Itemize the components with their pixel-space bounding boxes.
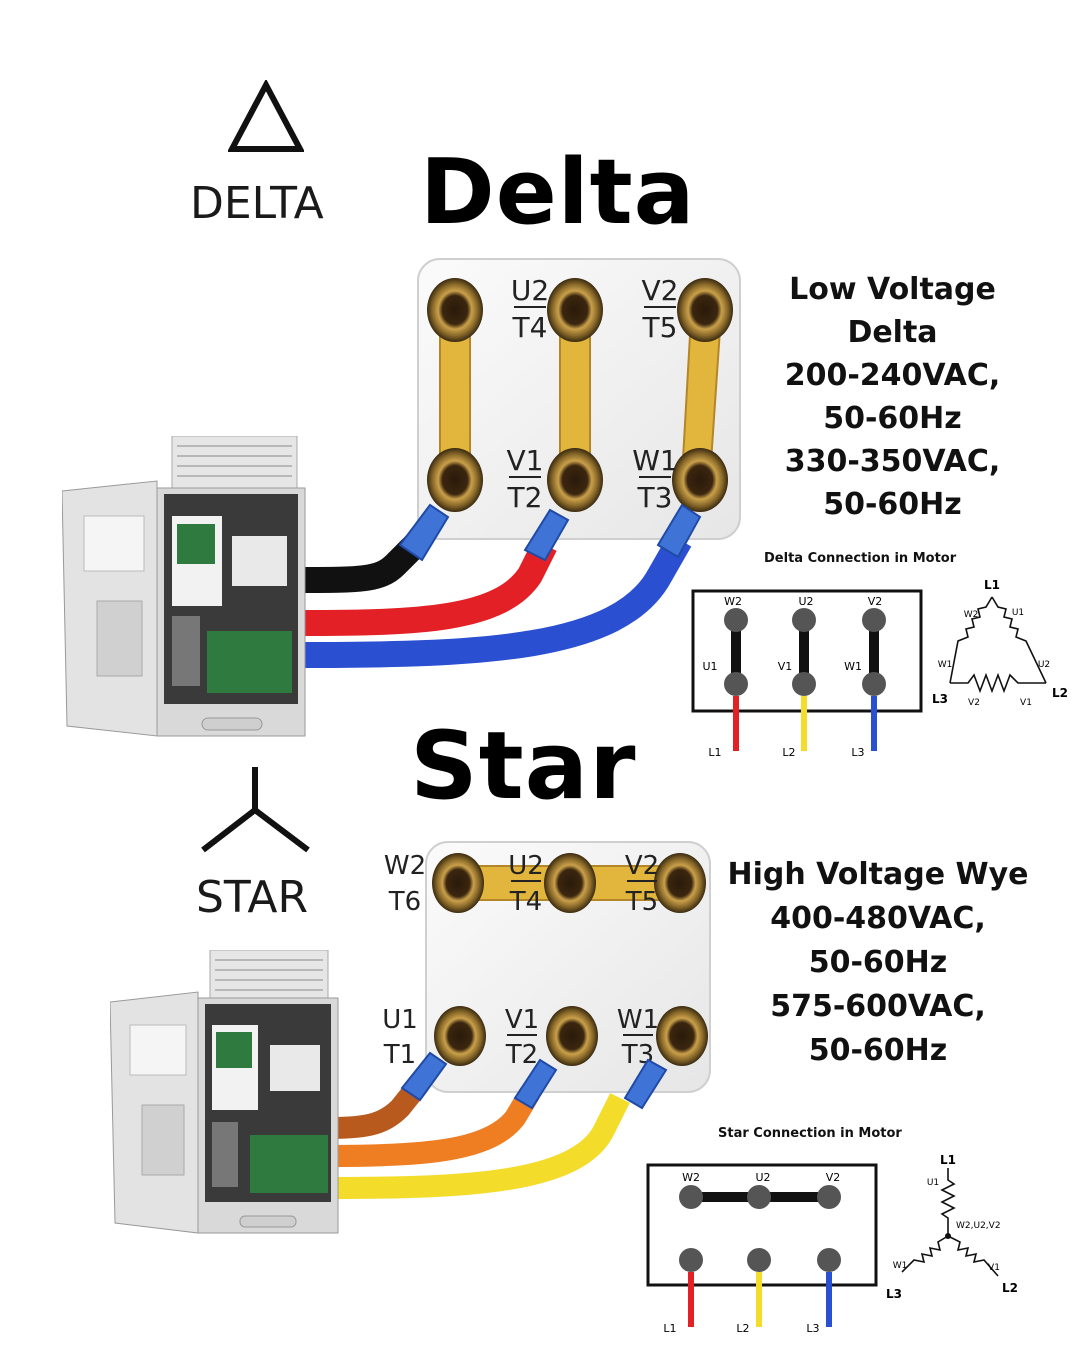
- delta-sch-side-w1: W1: [844, 660, 862, 673]
- delta-tri-v1: V1: [1020, 698, 1032, 708]
- star-spec-line-2: 400-480VAC,: [770, 901, 986, 936]
- delta-triangle-icon: [228, 80, 304, 152]
- star-sch-line-l2: L2: [736, 1322, 749, 1335]
- delta-tri-u1: U1: [1012, 608, 1024, 618]
- delta-drive-cabinet: [62, 436, 306, 737]
- star-terminal-w1: W1: [617, 1005, 659, 1035]
- star-terminal-block: W2 T6 U2 T4 V2 T5 U1 T1 V1 T2 W1 T3: [330, 841, 711, 1199]
- delta-tri-u2: U2: [1038, 660, 1050, 670]
- delta-winding-triangle: L1 L3 L2 W2 U1 W1 U2 V2 V1: [932, 578, 1068, 708]
- delta-terminal-u2: U2: [511, 274, 549, 307]
- delta-tri-w2: W2: [964, 610, 979, 620]
- star-symbol-label: STAR: [196, 872, 309, 923]
- delta-terminal-t3: T3: [637, 481, 673, 514]
- star-wye-v1: V1: [988, 1263, 1000, 1273]
- delta-sch-line-l2: L2: [782, 746, 795, 759]
- delta-terminal-v2: V2: [642, 274, 679, 307]
- delta-spec-line-6: 50-60Hz: [823, 487, 962, 522]
- star-schematic-caption: Star Connection in Motor: [718, 1126, 902, 1141]
- star-wye-icon: [201, 767, 310, 853]
- star-sch-top-v2: V2: [826, 1171, 841, 1184]
- delta-terminal-block: U2 T4 V2 T5 V1 T2 W1 T3: [300, 258, 741, 668]
- star-wye-center: W2,U2,V2: [956, 1221, 1001, 1231]
- delta-tri-l2: L2: [1052, 686, 1068, 700]
- star-terminal-t4: T4: [509, 887, 542, 917]
- delta-spec-line-1: Low Voltage: [789, 272, 996, 307]
- star-sch-top-w2: W2: [682, 1171, 700, 1184]
- star-terminal-t6: T6: [388, 887, 421, 917]
- delta-spec-text: Low Voltage Delta 200-240VAC, 50-60Hz 33…: [760, 268, 1025, 526]
- star-sch-line-l3: L3: [806, 1322, 819, 1335]
- delta-spec-line-2: Delta: [847, 315, 938, 350]
- star-terminal-t2: T2: [505, 1040, 538, 1070]
- delta-terminal-t2: T2: [507, 481, 543, 514]
- star-terminal-w2: W2: [384, 851, 426, 881]
- star-spec-text: High Voltage Wye 400-480VAC, 50-60Hz 575…: [722, 853, 1034, 1073]
- star-title: Star: [410, 712, 637, 821]
- star-sch-line-l1: L1: [663, 1322, 676, 1335]
- star-terminal-u2: U2: [508, 851, 544, 881]
- delta-sch-side-v1: V1: [778, 660, 793, 673]
- star-spec-line-3: 50-60Hz: [808, 945, 948, 980]
- star-winding-wye: L1 L3 L2 W2,U2,V2 U1 W1 V1: [886, 1153, 1018, 1301]
- delta-schematic: W2 U2 V2 U1 V1 W1 L1 L2 L3: [691, 589, 923, 759]
- star-spec-line-4: 575-600VAC,: [770, 989, 986, 1024]
- star-wye-w1: W1: [893, 1261, 908, 1271]
- delta-title: Delta: [420, 140, 696, 245]
- delta-tri-l3: L3: [932, 692, 948, 706]
- star-terminal-v1: V1: [505, 1005, 539, 1035]
- star-wye-l2: L2: [1002, 1281, 1018, 1295]
- star-drive-cabinet: [110, 950, 339, 1234]
- delta-tri-l1: L1: [984, 578, 1000, 592]
- star-wye-u1: U1: [927, 1178, 939, 1188]
- delta-sch-side-u1: U1: [702, 660, 717, 673]
- delta-sch-line-l3: L3: [851, 746, 864, 759]
- delta-spec-line-3: 200-240VAC,: [784, 358, 1001, 393]
- delta-tri-v2: V2: [968, 698, 980, 708]
- star-wye-l1: L1: [940, 1153, 956, 1167]
- star-terminal-u1: U1: [382, 1005, 418, 1035]
- delta-schematic-caption: Delta Connection in Motor: [764, 551, 957, 566]
- star-terminal-t1: T1: [383, 1040, 416, 1070]
- delta-sch-top-w2: W2: [724, 595, 742, 608]
- delta-tri-w1: W1: [938, 660, 953, 670]
- delta-spec-line-5: 330-350VAC,: [784, 444, 1001, 479]
- star-wye-l3: L3: [886, 1287, 902, 1301]
- star-schematic: W2 U2 V2 L1 L2 L3: [646, 1163, 878, 1335]
- delta-sch-top-u2: U2: [798, 595, 813, 608]
- delta-terminal-w1: W1: [632, 444, 678, 477]
- star-terminal-t5: T5: [625, 887, 658, 917]
- delta-terminal-t4: T4: [512, 311, 548, 344]
- delta-terminal-t5: T5: [642, 311, 678, 344]
- delta-sch-line-l1: L1: [708, 746, 721, 759]
- delta-sch-top-v2: V2: [868, 595, 883, 608]
- star-spec-line-1: High Voltage Wye: [727, 857, 1029, 892]
- star-terminal-v2: V2: [625, 851, 659, 881]
- delta-terminal-v1: V1: [507, 444, 544, 477]
- star-spec-line-5: 50-60Hz: [808, 1033, 948, 1068]
- delta-spec-line-4: 50-60Hz: [823, 401, 962, 436]
- delta-symbol-label: DELTA: [190, 178, 324, 229]
- star-sch-top-u2: U2: [755, 1171, 770, 1184]
